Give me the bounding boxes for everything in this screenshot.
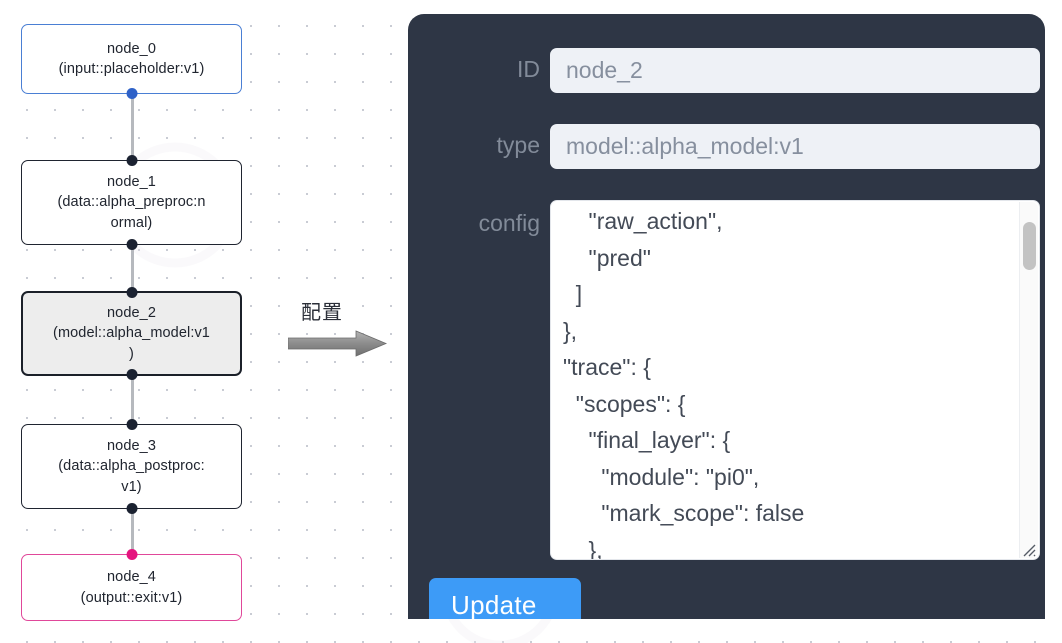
id-input[interactable] xyxy=(550,48,1040,93)
node-handle-bottom[interactable] xyxy=(126,503,137,514)
edge-node0-node1 xyxy=(131,88,134,160)
resize-handle-icon[interactable] xyxy=(1019,540,1037,558)
transition-caption: 配置 xyxy=(301,300,343,324)
type-field-label: type xyxy=(496,132,540,158)
field-row-id: ID xyxy=(468,48,1040,93)
node-handle-bottom[interactable] xyxy=(126,239,137,250)
transition-annotation: 配置 xyxy=(285,296,395,358)
field-row-type: type xyxy=(443,124,1040,169)
graph-node-node_3[interactable]: node_3 (data::alpha_postproc: v1) xyxy=(21,419,242,514)
graph-node-node_4[interactable]: node_4 (output::exit:v1) xyxy=(21,549,242,621)
graph-node-label: node_3 (data::alpha_postproc: v1) xyxy=(58,437,205,495)
graph-node-label: node_0 (input::placeholder:v1) xyxy=(58,40,205,78)
node-handle-bottom[interactable] xyxy=(126,369,137,380)
graph-node-label: node_2 (model::alpha_model:v1 ) xyxy=(53,304,210,362)
graph-node-label: node_1 (data::alpha_preproc:n ormal) xyxy=(57,173,206,231)
node-handle-bottom[interactable] xyxy=(126,88,137,99)
graph-node-node_2[interactable]: node_2 (model::alpha_model:v1 ) xyxy=(21,287,242,380)
config-textarea[interactable]: "raw_action", "pred" ] }, "trace": { "sc… xyxy=(550,200,1040,560)
config-scrollbar-track[interactable] xyxy=(1019,202,1038,558)
config-field-label: config xyxy=(478,210,540,236)
node-handle-top[interactable] xyxy=(126,155,137,166)
id-field-label: ID xyxy=(517,56,540,82)
update-button[interactable]: Update xyxy=(429,578,581,619)
node-handle-top[interactable] xyxy=(126,549,137,560)
graph-node-node_0[interactable]: node_0 (input::placeholder:v1) xyxy=(21,24,242,99)
edge-node3-node4 xyxy=(131,507,134,554)
edge-node2-node3 xyxy=(131,374,134,420)
graph-node-label: node_4 (output::exit:v1) xyxy=(80,569,183,606)
node-config-panel: ID type config "raw_action", "pred" ] },… xyxy=(408,14,1045,619)
node-handle-top[interactable] xyxy=(126,287,137,298)
type-input[interactable] xyxy=(550,124,1040,169)
config-scrollbar-thumb[interactable] xyxy=(1023,222,1036,270)
field-row-config: config "raw_action", "pred" ] }, "trace"… xyxy=(421,200,1040,560)
node-handle-top[interactable] xyxy=(126,419,137,430)
config-textarea-wrapper: "raw_action", "pred" ] }, "trace": { "sc… xyxy=(550,200,1040,560)
right-arrow-icon xyxy=(288,330,388,357)
edge-node1-node2 xyxy=(131,243,134,293)
graph-node-node_1[interactable]: node_1 (data::alpha_preproc:n ormal) xyxy=(21,155,242,250)
